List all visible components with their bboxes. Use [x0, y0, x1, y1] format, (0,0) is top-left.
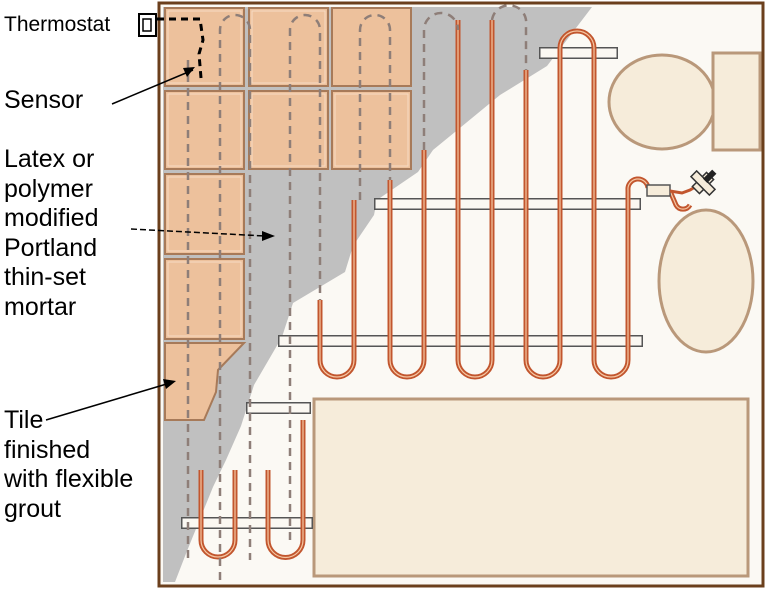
floor-tile-bevel [167, 93, 242, 167]
sensor-arrowhead [183, 67, 195, 77]
sink-basin [607, 53, 717, 151]
thermostat-label: Thermostat [4, 13, 111, 36]
floor-tile [164, 173, 245, 255]
cabinet [711, 51, 762, 152]
hidden-cable-layer [186, 4, 528, 580]
mortar-label: Latex or polymer modified Portland thin-… [4, 145, 99, 322]
cut-floor-tile [164, 342, 247, 421]
tile-label: Tile finished with flexible grout [4, 406, 133, 524]
tile-arrowhead [163, 379, 176, 389]
floor-tile-bevel [167, 176, 242, 252]
floor-tile [331, 7, 412, 87]
heating-cable-highlight [200, 20, 691, 559]
hidden-heating-cable [186, 4, 528, 580]
mortar-label-line: polymer [4, 174, 93, 203]
mortar-label-line: thin-set [4, 263, 86, 291]
tile-leader-line [45, 382, 171, 421]
thermostat-display-icon [142, 18, 152, 32]
cable-splice-icon [646, 184, 671, 197]
sensor-label: Sensor [4, 86, 84, 114]
tile-label-line: Tile [4, 406, 44, 434]
mortar-arrowhead [262, 231, 275, 241]
floor-tile-bevel [167, 261, 242, 337]
floor-tile-bevel [167, 10, 242, 84]
mortar-label-line: Portland [4, 233, 98, 262]
sensor-leader-line [111, 69, 194, 105]
floor-tile [164, 258, 245, 340]
floor-tile [331, 90, 412, 170]
heating-cable-layer [181, 20, 693, 560]
floor-tile [164, 90, 245, 170]
floor-tile [164, 7, 245, 87]
tile-label-line: grout [4, 494, 61, 523]
mortar-label-line: modified [4, 204, 99, 232]
floor-tile [248, 7, 329, 87]
tile-label-line: with flexible [4, 465, 134, 493]
floor-tile-bevel [251, 93, 326, 167]
mortar-label-line: mortar [4, 292, 77, 321]
mortar-label-line: Latex or [4, 145, 95, 173]
floor-tile-bevel [251, 10, 326, 84]
cold-lead-connector-icon [689, 169, 717, 197]
sensor-wire [157, 17, 205, 79]
floor-tile-bevel [334, 93, 409, 167]
tile-label-line: finished [4, 435, 91, 464]
floor-tile [248, 90, 329, 170]
bathtub [312, 397, 750, 578]
mortar-leader-line [130, 228, 266, 237]
toilet-bowl [657, 208, 755, 354]
thermostat-box-icon[interactable] [138, 13, 157, 37]
